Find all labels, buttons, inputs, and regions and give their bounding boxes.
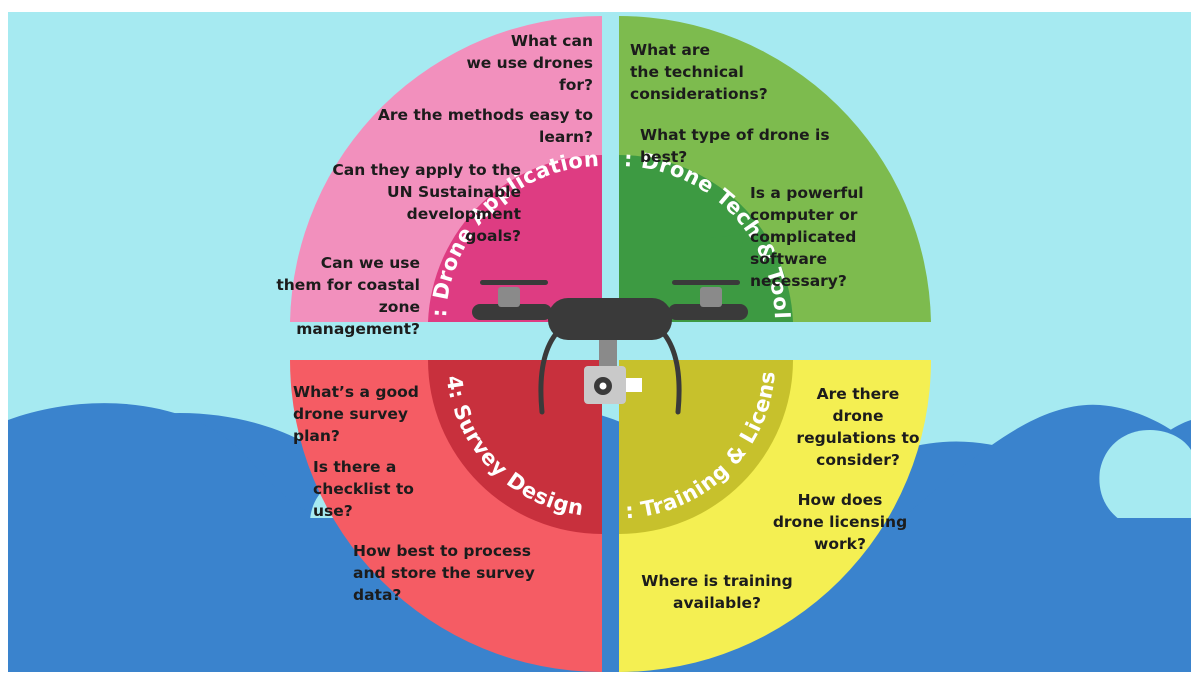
drone-camera-side: [626, 378, 642, 392]
question-line: work?: [814, 535, 866, 553]
question-line: zone: [379, 298, 420, 316]
quadrant-1-question-1: What can we use drones for?: [466, 32, 593, 94]
question-line: use?: [313, 502, 353, 520]
quadrant-2-question-2: What type of drone is best?: [640, 126, 830, 166]
question-line: drone survey: [293, 405, 408, 423]
question-line: plan?: [293, 427, 340, 445]
quadrant-2-question-3: Is a powerful computer or complicated softw…: [750, 184, 864, 290]
drone-body: [548, 298, 672, 340]
questions-layer: What can we use drones for? Are the methods…: [276, 32, 919, 612]
quadrant-2-band: [619, 154, 793, 322]
quadrant-2-arrow: [710, 234, 745, 268]
question-line: Is a powerful: [750, 184, 864, 202]
question-line: learn?: [539, 128, 593, 146]
question-line: for?: [559, 76, 593, 94]
quadrant-1-band: [428, 154, 602, 322]
question-line: data?: [353, 586, 401, 604]
drone-motor-right: [700, 287, 722, 307]
question-line: Are the methods easy to: [378, 106, 593, 124]
quadrant-1-question-4: Can we use them for coastal zone management…: [276, 254, 420, 338]
drone-motor-left: [498, 287, 520, 307]
quadrant-4-band: [428, 360, 602, 534]
question-line: considerations?: [630, 85, 768, 103]
question-line: drone licensing: [773, 513, 907, 531]
question-line: drone: [833, 407, 884, 425]
drone-propeller-right: [672, 280, 740, 285]
question-line: we use drones: [466, 54, 593, 72]
question-line: Where is training: [641, 572, 792, 590]
quadrant-1-arrow: [470, 218, 500, 250]
quadrant-1-question-2: Are the methods easy to learn?: [378, 106, 593, 146]
question-line: goals?: [465, 227, 521, 245]
wave-curl-right: [1099, 430, 1191, 520]
quadrant-1-question-3: Can they apply to the UN Sustainable devel…: [332, 161, 521, 245]
wave-crest-left: [8, 403, 420, 520]
quadrant-2-question-1: What are the technical considerations?: [630, 41, 768, 103]
question-line: the technical: [630, 63, 744, 81]
drone-gimbal: [599, 340, 617, 368]
question-line: Can we use: [321, 254, 420, 272]
question-line: regulations to: [796, 429, 919, 447]
question-line: available?: [673, 594, 761, 612]
question-line: What can: [511, 32, 593, 50]
question-line: How best to process: [353, 542, 531, 560]
question-line: management?: [296, 320, 420, 338]
quadrant-3-arrow: [708, 448, 740, 482]
question-line: consider?: [816, 451, 900, 469]
drone-propeller-left: [480, 280, 548, 285]
question-line: computer or: [750, 206, 858, 224]
question-line: UN Sustainable: [387, 183, 521, 201]
drone-icon: [472, 280, 748, 415]
question-line: Are there: [817, 385, 900, 403]
question-line: development: [407, 205, 522, 223]
question-line: best?: [640, 148, 687, 166]
question-line: Is there a: [313, 458, 396, 476]
question-line: them for coastal: [276, 276, 420, 294]
question-line: What are: [630, 41, 710, 59]
question-line: software: [750, 250, 827, 268]
question-line: necessary?: [750, 272, 847, 290]
quadrant-3-band: [619, 360, 793, 534]
drone-camera-lens-center: [599, 382, 607, 390]
drone-arm-right: [668, 304, 748, 320]
question-line: How does: [798, 491, 883, 509]
question-line: and store the survey: [353, 564, 535, 582]
quadrant-3-question-1: Are there drone regulations to consider?: [796, 385, 919, 469]
question-line: checklist to: [313, 480, 414, 498]
quadrant-4-question-2: Is there a checklist to use?: [313, 458, 414, 520]
drone-arm-left: [472, 304, 552, 320]
quadrant-4-question-1: What’s a good drone survey plan?: [293, 383, 419, 445]
quadrant-3-question-3: Where is training available?: [641, 572, 792, 612]
quadrant-survey-design: 4: Survey Design: [290, 360, 602, 672]
question-line: complicated: [750, 228, 856, 246]
question-line: What’s a good: [293, 383, 419, 401]
question-line: Can they apply to the: [332, 161, 521, 179]
quadrant-4-question-3: How best to process and store the survey d…: [353, 542, 535, 604]
question-line: What type of drone is: [640, 126, 830, 144]
quadrant-3-question-2: How does drone licensing work?: [773, 491, 907, 553]
